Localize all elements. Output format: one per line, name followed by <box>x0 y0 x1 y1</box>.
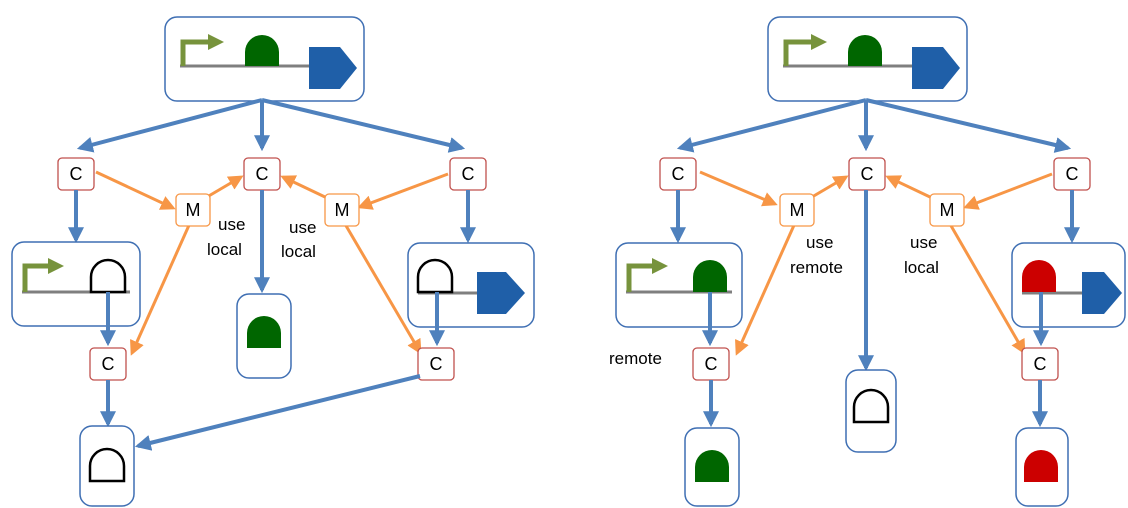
edge-label: use <box>806 233 833 252</box>
controller-node: C <box>1021 347 1059 381</box>
dome-part-icon <box>1024 450 1058 482</box>
part-box <box>684 427 740 507</box>
promoter-arrow-icon <box>626 263 656 292</box>
controller-node: C <box>57 157 95 191</box>
svg-text:C: C <box>672 164 685 184</box>
right-diagram: C C C M M use remote use local <box>609 16 1126 507</box>
edge-label: local <box>904 258 939 277</box>
edge-label: use <box>218 215 245 234</box>
terminator-icon <box>1082 272 1122 314</box>
svg-text:C: C <box>462 164 475 184</box>
edge-label: local <box>207 240 242 259</box>
controller-node: C <box>692 347 730 381</box>
part-box <box>79 425 135 507</box>
dome-part-icon <box>693 260 727 292</box>
edge-label: use <box>910 233 937 252</box>
dome-part-icon <box>848 35 882 66</box>
edge-label: use <box>289 218 316 237</box>
controller-node: C <box>243 157 281 191</box>
dome-part-icon <box>89 258 127 294</box>
controller-node: C <box>449 157 487 191</box>
top-construct-box <box>164 16 365 102</box>
promoter-arrow-icon <box>783 39 815 66</box>
construct-box <box>407 242 535 328</box>
svg-text:M: M <box>186 200 201 220</box>
part-box <box>236 293 292 379</box>
merge-node: M <box>779 193 815 227</box>
terminator-icon <box>309 47 357 89</box>
left-diagram: C C C M M use local use local <box>11 16 535 507</box>
svg-text:C: C <box>861 164 874 184</box>
edge-label: remote <box>609 349 662 368</box>
merge-node: M <box>324 193 360 227</box>
svg-text:C: C <box>430 354 443 374</box>
construct-box <box>615 242 743 328</box>
promoter-arrow-icon <box>22 263 52 292</box>
svg-text:M: M <box>335 200 350 220</box>
edge-label: remote <box>790 258 843 277</box>
dome-part-icon <box>416 258 454 294</box>
promoter-arrow-icon <box>180 39 212 66</box>
svg-text:C: C <box>705 354 718 374</box>
svg-text:M: M <box>940 200 955 220</box>
dome-part-icon <box>245 35 279 66</box>
controller-node: C <box>89 347 127 381</box>
svg-text:C: C <box>256 164 269 184</box>
merge-node: M <box>929 193 965 227</box>
svg-text:C: C <box>1034 354 1047 374</box>
svg-text:M: M <box>790 200 805 220</box>
dome-part-icon <box>88 447 126 483</box>
dome-part-icon <box>695 450 729 482</box>
dome-part-icon <box>852 388 890 424</box>
svg-text:C: C <box>1066 164 1079 184</box>
construct-box <box>11 241 141 327</box>
edge-label: local <box>281 242 316 261</box>
terminator-icon <box>477 272 525 314</box>
terminator-icon <box>912 47 960 89</box>
dome-part-icon <box>247 316 281 348</box>
top-construct-box <box>767 16 968 102</box>
controller-node: C <box>1053 157 1091 191</box>
merge-node: M <box>175 193 211 227</box>
dome-part-icon <box>1022 260 1056 292</box>
part-box <box>1015 427 1069 507</box>
construct-box <box>1011 242 1126 328</box>
controller-node: C <box>848 157 886 191</box>
controller-node: C <box>417 347 455 381</box>
svg-text:C: C <box>70 164 83 184</box>
part-box <box>845 369 897 453</box>
svg-text:C: C <box>102 354 115 374</box>
controller-node: C <box>659 157 697 191</box>
